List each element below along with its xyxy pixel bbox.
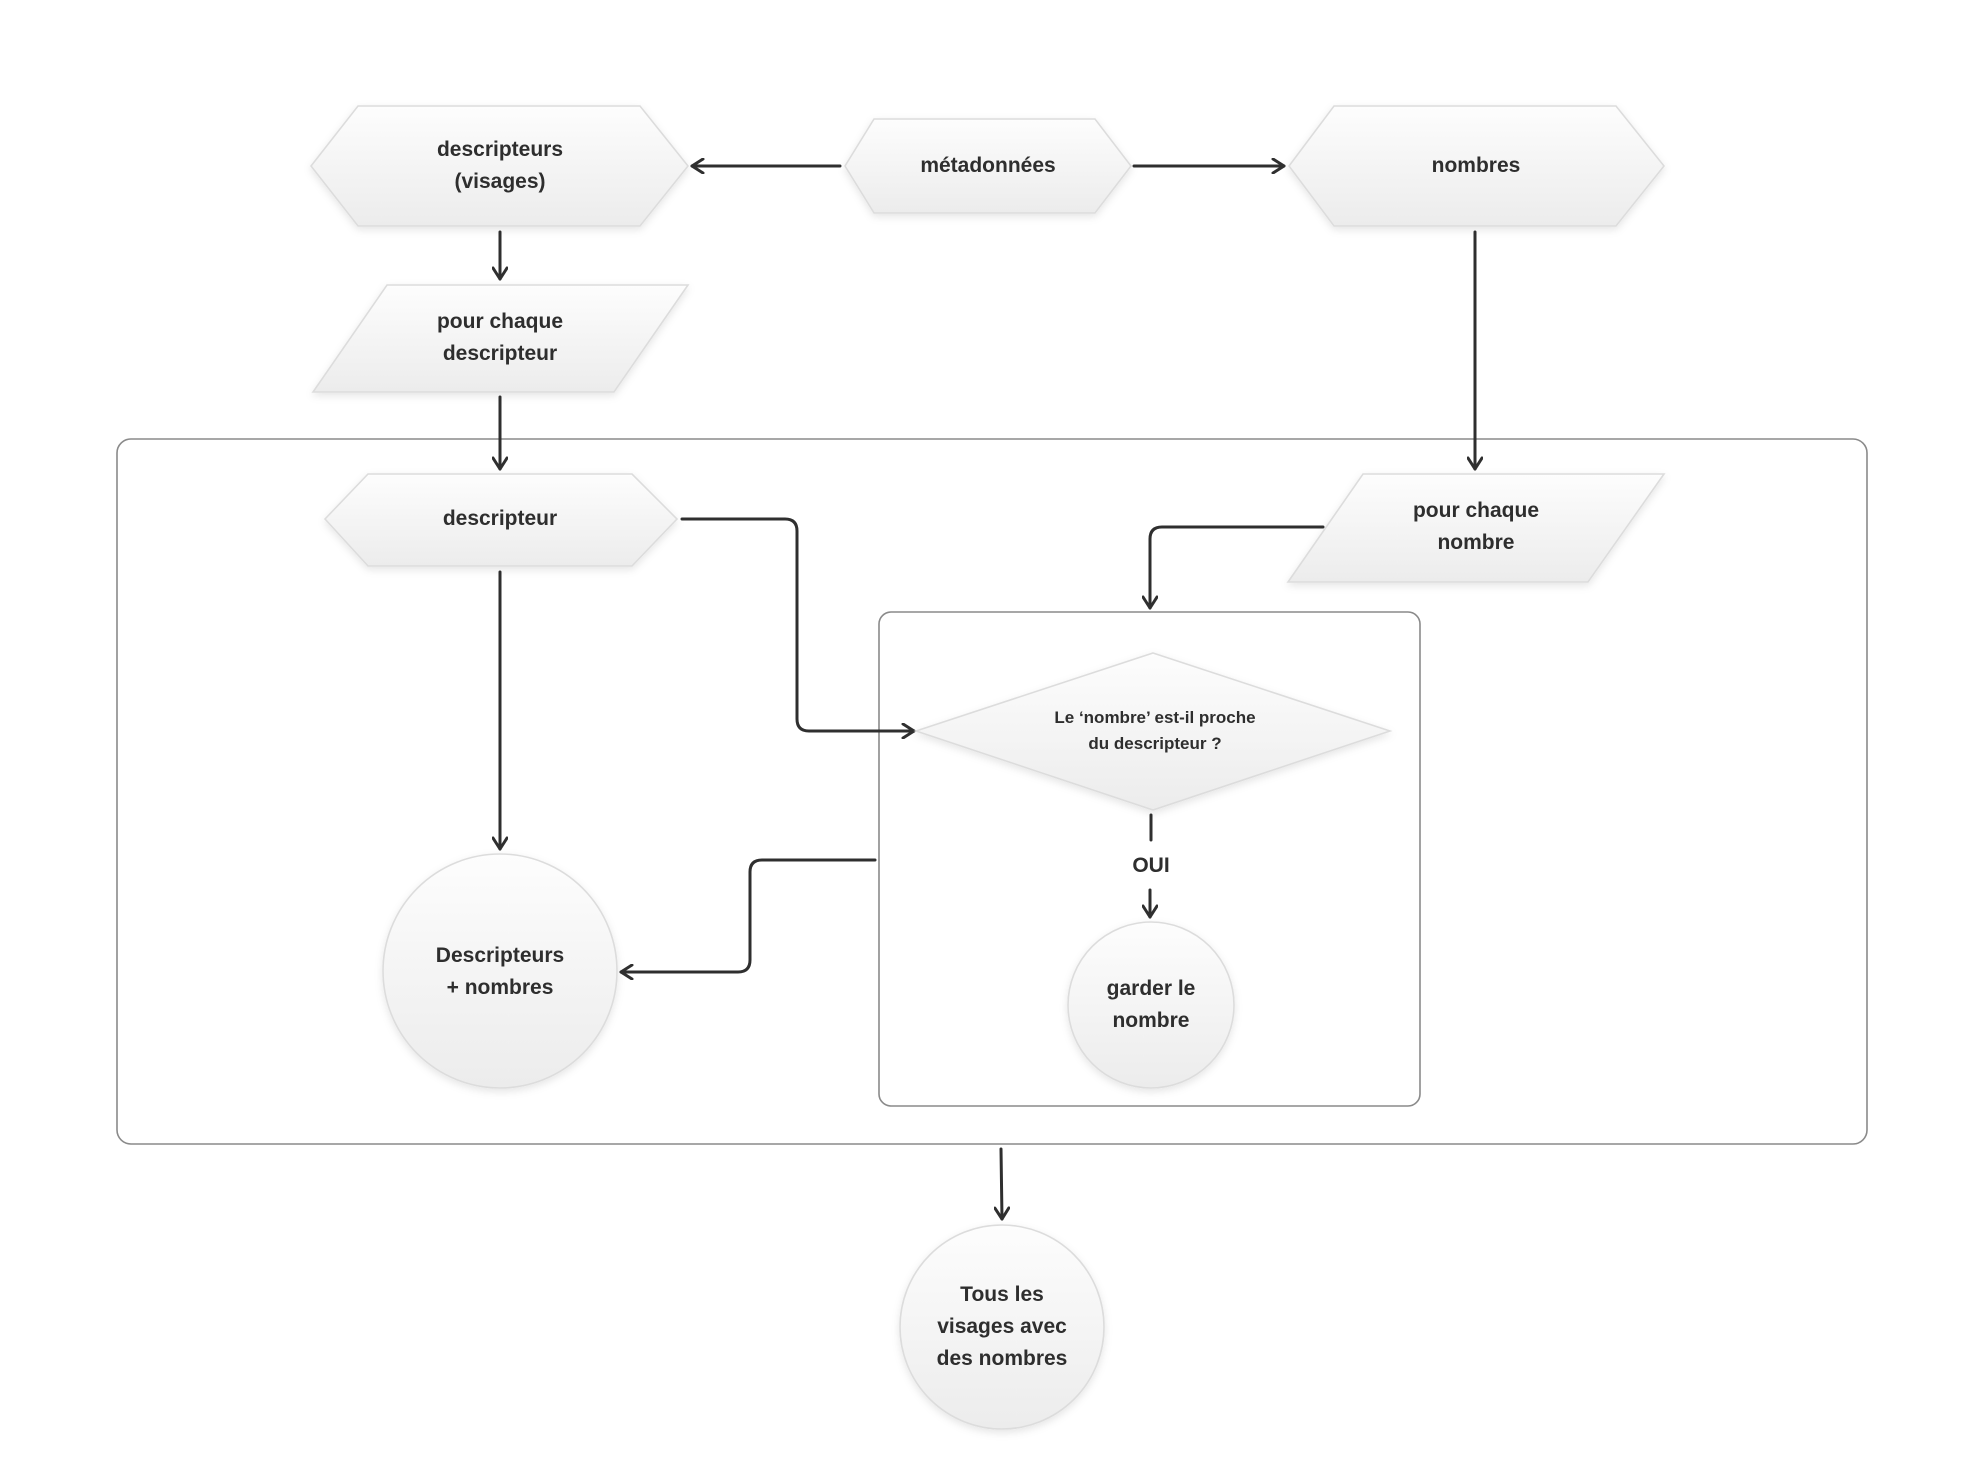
node-metadonnees: métadonnées (844, 118, 1133, 214)
label-line: pour chaque (437, 310, 563, 333)
node-descripteurs-visages: descripteurs (visages) (309, 105, 690, 227)
inner-loop-frame (878, 611, 1421, 1107)
edge-pour-chaque-nombre-to-decision (1150, 525, 1325, 610)
label-line: visages avec (937, 1315, 1067, 1338)
diamond-shape (913, 652, 1393, 811)
edges (500, 166, 1475, 1221)
hexagon-shape (844, 118, 1133, 214)
label-line: métadonnées (920, 154, 1055, 177)
node-decision: Le ‘nombre’ est-il proche du descripteur … (913, 652, 1393, 811)
label-line: descripteur (443, 507, 557, 530)
oui-label: OUI (1132, 854, 1169, 877)
descripteurs-nombres-label: Descripteurs + nombres (436, 944, 564, 999)
label-line: (visages) (454, 170, 545, 193)
hexagon-shape (323, 473, 679, 567)
label-line: Tous les (960, 1283, 1044, 1306)
edge-outer-loop-to-tous-les-visages (1001, 1147, 1002, 1221)
circle-shape (1067, 921, 1235, 1089)
label-line: Le ‘nombre’ est-il proche (1054, 709, 1255, 728)
node-nombres: nombres (1288, 105, 1666, 227)
label-line: descripteur (443, 342, 557, 365)
metadonnees-label: métadonnées (920, 154, 1055, 177)
circle-shape (899, 1224, 1105, 1430)
decision-label: Le ‘nombre’ est-il proche du descripteur … (1054, 709, 1255, 754)
garder-le-nombre-label: garder le nombre (1107, 977, 1196, 1032)
edge-inner-loop-to-descripteurs-nombres (619, 858, 877, 972)
label-line: nombre (1437, 531, 1514, 554)
parallelogram-shape (1286, 473, 1666, 583)
pour-chaque-nombre-label: pour chaque nombre (1413, 499, 1539, 554)
label-line: des nombres (937, 1346, 1068, 1369)
node-descripteur: descripteur (323, 473, 679, 567)
edge-descripteur-to-decision (680, 517, 916, 731)
node-tous-les-visages: Tous les visages avec des nombres (899, 1224, 1105, 1430)
node-pour-chaque-descripteur: pour chaque descripteur (311, 284, 690, 393)
label-line: Descripteurs (436, 944, 564, 967)
label-line: pour chaque (1413, 499, 1539, 522)
nombres-label: nombres (1432, 154, 1521, 177)
tous-les-visages-label: Tous les visages avec des nombres (937, 1283, 1068, 1370)
label-line: garder le (1107, 977, 1196, 1000)
node-garder-le-nombre: garder le nombre (1067, 921, 1235, 1089)
node-pour-chaque-nombre: pour chaque nombre (1286, 473, 1666, 583)
node-descripteurs-nombres: Descripteurs + nombres (382, 853, 618, 1089)
descripteur-label: descripteur (443, 507, 557, 530)
pour-chaque-descripteur-label: pour chaque descripteur (437, 310, 563, 365)
outer-loop-frame (116, 438, 1868, 1145)
label-line: OUI (1132, 854, 1169, 877)
descripteurs-visages-label: descripteurs (visages) (437, 138, 563, 193)
hexagon-shape (1288, 105, 1666, 227)
label-line: descripteurs (437, 138, 563, 161)
hexagon-shape (309, 105, 690, 227)
label-line: nombres (1432, 154, 1521, 177)
circle-shape (382, 853, 618, 1089)
label-line: nombre (1112, 1009, 1189, 1032)
parallelogram-shape (311, 284, 690, 393)
label-line: du descripteur ? (1088, 734, 1221, 753)
label-line: + nombres (447, 976, 554, 999)
